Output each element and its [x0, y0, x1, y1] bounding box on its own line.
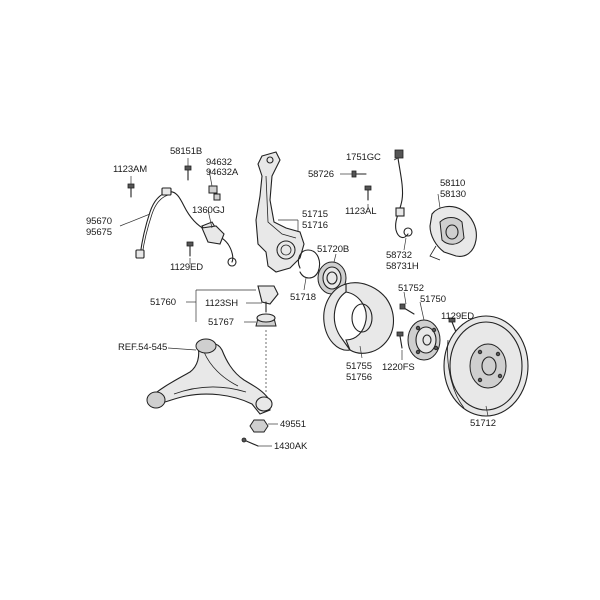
- label-51712: 51712: [470, 418, 496, 429]
- abs-sensor-wire: [135, 187, 237, 267]
- label-1129ed-right: 1129ED: [441, 311, 475, 322]
- label-58726: 58726: [308, 169, 334, 180]
- bolt-1123al: [364, 185, 372, 201]
- bolt-1123am: [127, 183, 135, 198]
- label-1751gc: 1751GC: [346, 152, 381, 163]
- label-1123sh: 1123SH: [205, 298, 239, 309]
- label-51752: 51752: [398, 283, 424, 294]
- label-1430ak: 1430AK: [274, 441, 308, 452]
- label-95675: 95675: [86, 227, 112, 238]
- label-1360gj: 1360GJ: [192, 205, 225, 216]
- clip-94632: [208, 185, 221, 201]
- bolt-1220fs: [396, 331, 404, 349]
- bolt-1129ed-right: [448, 317, 457, 333]
- label-51755: 51755: [346, 361, 372, 372]
- label-58732: 58732: [386, 250, 412, 261]
- hub-bolt-51752: [399, 303, 415, 315]
- pin-1430ak: [241, 437, 259, 447]
- lower-control-arm: [146, 338, 273, 415]
- label-51720b: 51720B: [317, 244, 350, 255]
- leader-lines: [119, 157, 489, 447]
- brake-disc: [443, 315, 529, 417]
- label-95670: 95670: [86, 216, 112, 227]
- label-94632: 94632: [206, 157, 232, 168]
- dust-cover: [323, 282, 395, 354]
- brake-caliper: [429, 205, 477, 261]
- label-51715: 51715: [302, 209, 328, 220]
- label-49551: 49551: [280, 419, 306, 430]
- steering-knuckle: [255, 151, 305, 273]
- label-51750: 51750: [420, 294, 446, 305]
- label-1123am: 1123AM: [113, 164, 148, 175]
- bolt-1129ed-left: [186, 241, 194, 257]
- label-51718: 51718: [290, 292, 316, 303]
- wheel-bearing: [317, 261, 347, 295]
- label-51767: 51767: [208, 317, 234, 328]
- label-58110: 58110: [440, 178, 466, 189]
- label-94632a: 94632A: [206, 167, 239, 178]
- label-51756: 51756: [346, 372, 372, 383]
- label-1129ed-left: 1129ED: [170, 262, 204, 273]
- bracket-1360gj: [201, 225, 225, 245]
- label-ref-54-545: REF.54-545: [118, 342, 168, 353]
- label-1123al: 1123AL: [345, 206, 377, 217]
- label-1220fs: 1220FS: [382, 362, 415, 373]
- bolt-58151b: [184, 165, 192, 181]
- label-58731h: 58731H: [386, 261, 419, 272]
- ball-joint: [255, 285, 279, 327]
- snap-ring: [297, 249, 321, 279]
- label-58130: 58130: [440, 189, 466, 200]
- brake-hose: [394, 149, 413, 239]
- wheel-hub: [407, 319, 441, 361]
- label-51760: 51760: [150, 297, 176, 308]
- label-58151b: 58151B: [170, 146, 203, 157]
- bolt-58726: [351, 170, 367, 178]
- label-51716: 51716: [302, 220, 328, 231]
- nut-49551: [249, 419, 269, 433]
